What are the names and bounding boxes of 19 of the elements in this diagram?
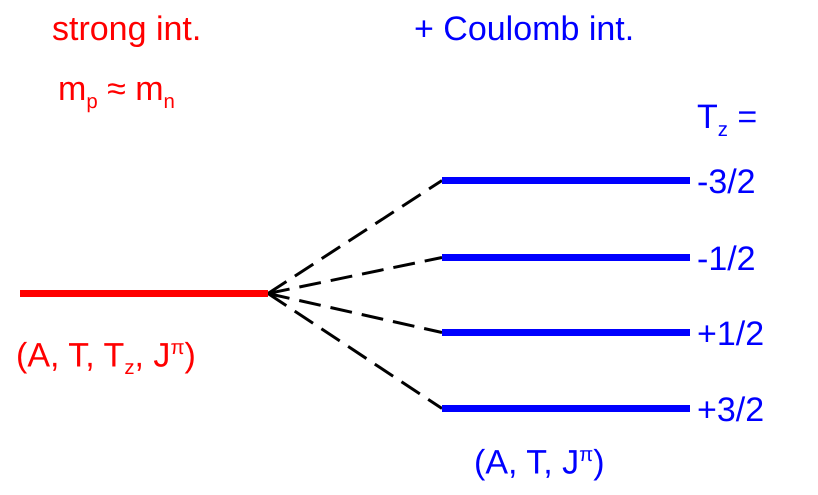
quantum-number-label: T$_{z}$ = bbox=[697, 100, 758, 140]
energy-level-bar bbox=[20, 290, 268, 297]
dashed-line bbox=[267, 179, 443, 295]
dashed-line bbox=[268, 256, 442, 295]
energy-level-bar bbox=[442, 254, 690, 261]
state-label: (A, T, J$^{π}$) bbox=[474, 445, 605, 480]
dashed-line bbox=[268, 292, 442, 334]
heading-text: strong int. bbox=[52, 12, 202, 46]
heading-text: + Coulomb int. bbox=[414, 12, 634, 46]
energy-level-bar bbox=[442, 177, 690, 184]
energy-level-bar bbox=[442, 329, 690, 336]
quantum-number-label: +1/2 bbox=[697, 317, 764, 351]
quantum-number-label: -3/2 bbox=[697, 165, 756, 199]
dashed-line bbox=[267, 292, 443, 410]
state-label: (A, T, T$_{z}$, J$^{π}$) bbox=[16, 338, 196, 379]
mass-relation-text: m$_{p}$ ≈ m$_{n}$ bbox=[58, 72, 175, 112]
quantum-number-label: -1/2 bbox=[697, 242, 756, 276]
energy-level-bar bbox=[442, 405, 690, 412]
quantum-number-label: +3/2 bbox=[697, 393, 764, 427]
